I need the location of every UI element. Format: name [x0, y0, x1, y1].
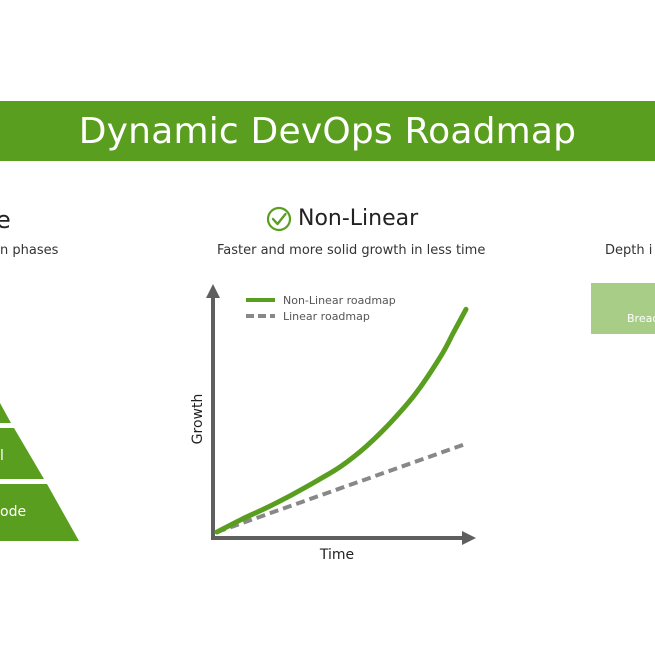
center-panel-subtitle: Faster and more solid growth in less tim… — [217, 243, 486, 258]
pyramid-tier-middle — [0, 428, 44, 479]
series-line-linear-roadmap — [216, 441, 467, 534]
left-panel-subtitle: n phases — [0, 243, 59, 258]
page-title: Dynamic DevOps Roadmap — [78, 110, 577, 152]
title-banner: Dynamic DevOps Roadmap — [0, 101, 655, 161]
right-panel-subtitle: Depth i — [605, 243, 653, 258]
x-axis-label: Time — [319, 547, 354, 563]
pyramid-tier-top — [0, 403, 11, 423]
legend-label-linear: Linear roadmap — [283, 310, 370, 323]
pyramid: l ode — [0, 403, 79, 541]
series-line-non-linear-roadmap — [214, 306, 469, 535]
pyramid-tier-middle-label: l — [0, 448, 4, 464]
y-axis-arrowhead — [206, 284, 220, 298]
chart-legend: Non-Linear roadmap Linear roadmap — [246, 294, 396, 323]
x-axis-arrowhead — [462, 531, 476, 545]
chart-axes — [206, 284, 476, 545]
pyramid-tier-bottom-label: ode — [0, 504, 26, 520]
left-panel-heading: e — [0, 206, 11, 234]
legend-label-non-linear: Non-Linear roadmap — [283, 294, 396, 307]
right-panel-box-label: Bread — [627, 312, 655, 325]
y-axis-label: Growth — [190, 394, 206, 445]
pyramid-tier-bottom — [0, 484, 79, 541]
right-panel-box: Bread — [591, 283, 655, 334]
check-circle-icon — [266, 206, 292, 232]
center-panel-heading: Non-Linear — [298, 206, 419, 231]
